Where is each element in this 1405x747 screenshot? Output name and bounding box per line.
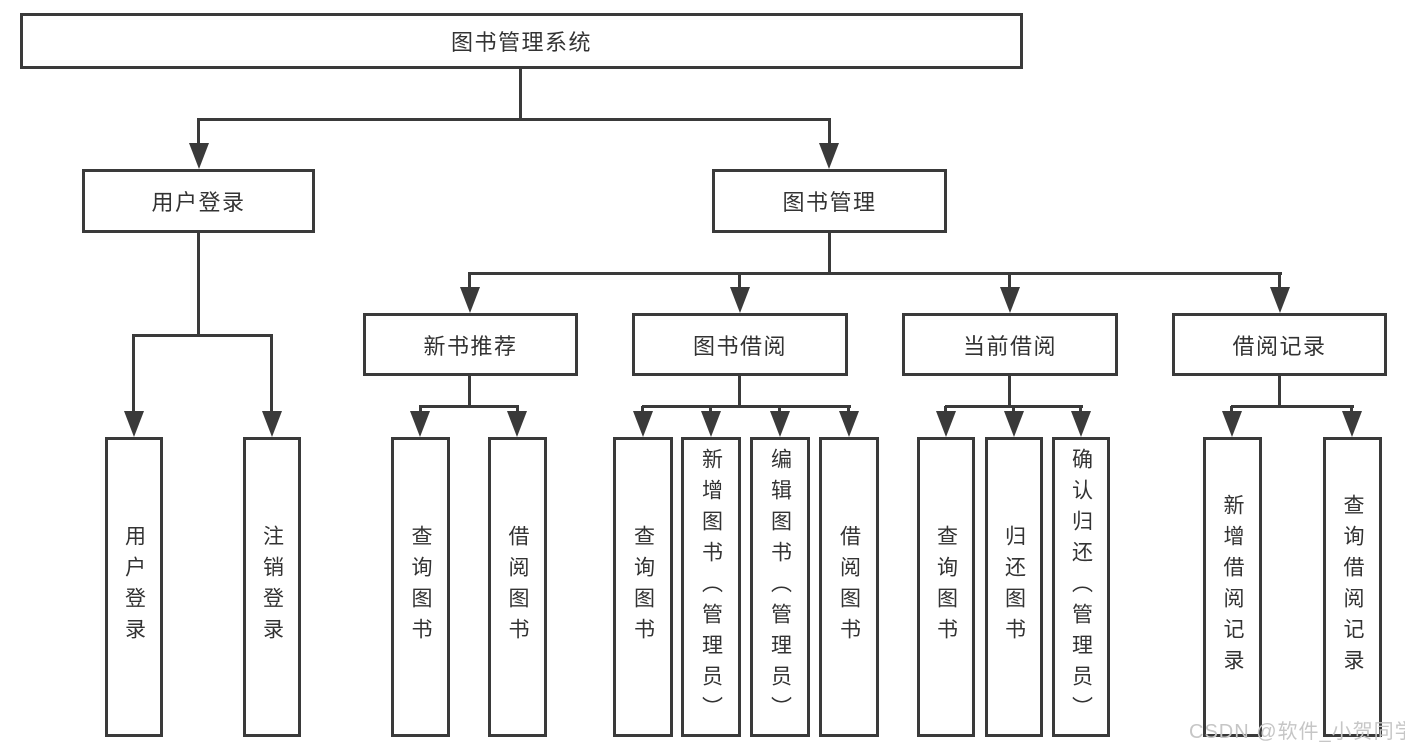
arrowhead-down-icon [1071,411,1091,437]
line [197,233,200,335]
node-label: 归还图书 [1002,525,1026,649]
arrowhead-down-icon [262,411,282,437]
node-label: 查询图书 [934,525,958,649]
node-borrow-records: 借阅记录 [1172,313,1387,376]
line [197,119,200,145]
arrowhead-down-icon [124,411,144,437]
node-label: 新增图书（管理员） [699,447,723,727]
leaf-borrow-books: 借阅图书 [819,437,879,737]
node-label: 确认归还（管理员） [1069,447,1093,727]
arrowhead-down-icon [1270,287,1290,313]
line [1278,273,1281,289]
node-label: 查询图书 [409,525,432,649]
leaf-query-books-current: 查询图书 [917,437,975,737]
node-book-management: 图书管理 [712,169,947,233]
node-label: 当前借阅 [962,333,1057,359]
node-label: 图书管理系统 [450,30,592,55]
node-label: 借阅图书 [506,525,529,649]
arrowhead-down-icon [460,287,480,313]
leaf-query-books-borrow: 查询图书 [613,437,673,737]
arrowhead-down-icon [410,411,430,437]
line [270,335,273,412]
line [419,406,422,413]
node-label: 新增借阅记录 [1221,494,1244,680]
line [944,406,947,413]
node-label: 图书借阅 [692,333,787,359]
line [1012,406,1015,413]
line [519,69,522,119]
line [468,273,471,289]
arrowhead-down-icon [633,411,653,437]
line [642,405,851,408]
line [641,406,644,413]
node-book-borrow: 图书借阅 [632,313,848,376]
line [419,405,519,408]
node-label: 查询借阅记录 [1341,494,1364,680]
arrowhead-down-icon [1004,411,1024,437]
arrowhead-down-icon [770,411,790,437]
arrowhead-down-icon [819,143,839,169]
node-user-login: 用户登录 [82,169,315,233]
csdn-watermark: CSDN @软件_小贺同学 [1189,721,1405,743]
node-label: 新书推荐 [423,333,518,359]
line [1350,406,1353,413]
node-label: 用户登录 [122,525,146,649]
arrowhead-down-icon [1342,411,1362,437]
line [1008,273,1011,289]
leaf-add-books-admin: 新增图书（管理员） [681,437,741,737]
leaf-borrow-books-recommend: 借阅图书 [488,437,547,737]
leaf-logout: 注销登录 [243,437,301,737]
line [197,118,831,121]
node-label: 查询图书 [631,525,655,649]
node-label: 用户登录 [151,190,246,215]
line [1278,376,1281,406]
line [1008,376,1011,406]
node-label: 图书管理 [782,190,877,215]
node-new-book-recommend: 新书推荐 [363,313,578,376]
arrowhead-down-icon [507,411,527,437]
line [1230,406,1233,413]
line [132,334,273,337]
leaf-add-borrow-record: 新增借阅记录 [1203,437,1262,737]
line [468,376,471,406]
leaf-confirm-return-admin: 确认归还（管理员） [1052,437,1110,737]
leaf-edit-books-admin: 编辑图书（管理员） [750,437,810,737]
line [828,233,831,274]
arrowhead-down-icon [1222,411,1242,437]
line [1079,406,1082,413]
arrowhead-down-icon [730,287,750,313]
node-label: 借阅记录 [1232,333,1327,359]
arrowhead-down-icon [701,411,721,437]
line [516,406,519,413]
line [828,119,831,145]
arrowhead-down-icon [936,411,956,437]
line [778,406,781,413]
node-label: 注销登录 [260,525,284,649]
line [709,406,712,413]
arrowhead-down-icon [189,143,209,169]
line [132,335,135,412]
leaf-user-login: 用户登录 [105,437,163,737]
arrowhead-down-icon [1000,287,1020,313]
node-label: 借阅图书 [837,525,861,649]
line [738,376,741,406]
line [468,272,1282,275]
node-label: 编辑图书（管理员） [768,447,792,727]
arrowhead-down-icon [839,411,859,437]
leaf-query-books-recommend: 查询图书 [391,437,450,737]
line [847,406,850,413]
node-current-borrow: 当前借阅 [902,313,1118,376]
node-library-management-system: 图书管理系统 [20,13,1023,69]
leaf-return-books: 归还图书 [985,437,1043,737]
line [738,273,741,289]
line [1231,405,1354,408]
leaf-query-borrow-record: 查询借阅记录 [1323,437,1382,737]
